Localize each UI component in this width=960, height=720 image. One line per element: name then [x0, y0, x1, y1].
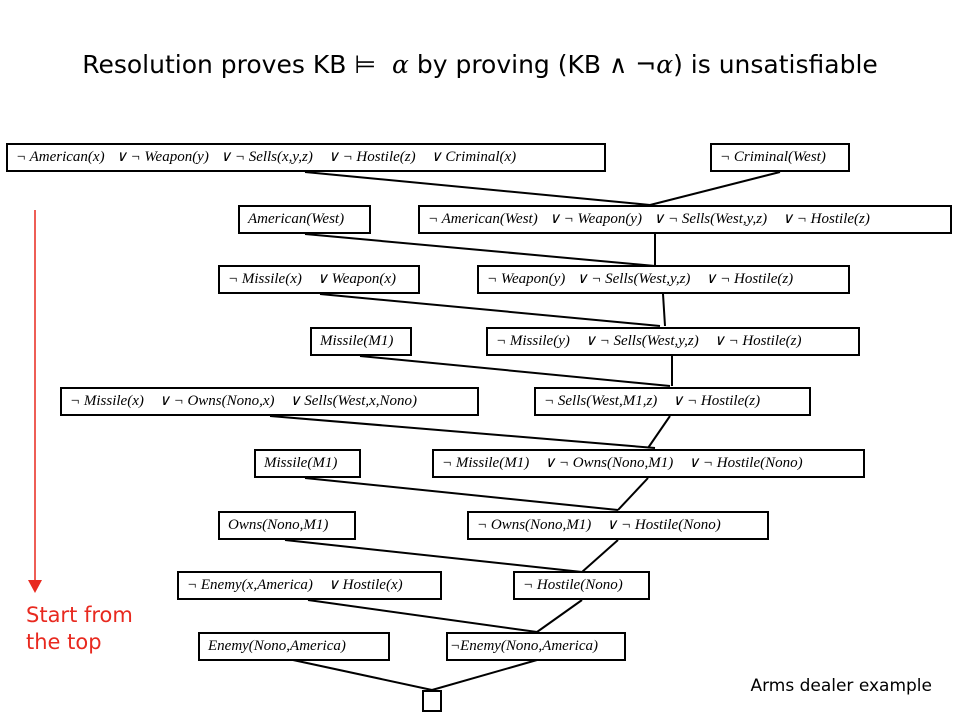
clause-owns-nono-m1: Owns(Nono,M1): [218, 511, 356, 540]
connector-line: [662, 293, 666, 327]
alpha-symbol-2: α: [656, 50, 674, 79]
connector-line: [431, 659, 538, 691]
resolvent-7: ¬ Hostile(Nono): [513, 571, 650, 600]
connector-line: [536, 599, 583, 633]
clause-missile-m1-2: Missile(M1): [254, 449, 361, 478]
connector-line: [284, 539, 583, 573]
start-arrow-head: [28, 580, 42, 593]
connector-line: [304, 233, 656, 267]
title-text-3: ) is unsatisfiable: [673, 50, 878, 79]
clause-enemy-nono-america: Enemy(Nono,America): [198, 632, 390, 661]
connector-line: [617, 477, 649, 511]
connector-line: [649, 171, 781, 206]
and-not-symbols: ∧ ¬: [609, 50, 657, 79]
clause-negated-goal: ¬ Criminal(West): [710, 143, 850, 172]
resolvent-2: ¬ Weapon(y) ∨ ¬ Sells(West,y,z) ∨ ¬ Host…: [477, 265, 850, 294]
start-annotation: Start from the top: [26, 602, 133, 656]
clause-missile-m1: Missile(M1): [310, 327, 412, 356]
clause-missile-weapon: ¬ Missile(x) ∨ Weapon(x): [218, 265, 420, 294]
footer-caption: Arms dealer example: [750, 676, 932, 696]
resolvent-5: ¬ Missile(M1) ∨ ¬ Owns(Nono,M1) ∨ ¬ Host…: [432, 449, 865, 478]
slide-title: Resolution proves KB ⊨ α by proving (KB …: [0, 50, 960, 79]
clause-american-west: American(West): [238, 205, 371, 234]
resolvent-8: ¬Enemy(Nono,America): [446, 632, 626, 661]
clause-sells-rule: ¬ Missile(x) ∨ ¬ Owns(Nono,x) ∨ Sells(We…: [60, 387, 479, 416]
connector-line: [307, 599, 538, 633]
resolvent-1: ¬ American(West) ∨ ¬ Weapon(y) ∨ ¬ Sells…: [418, 205, 952, 234]
connector-line: [319, 293, 661, 327]
connector-line: [581, 539, 619, 573]
clause-enemy-hostile: ¬ Enemy(x,America) ∨ Hostile(x): [177, 571, 442, 600]
clause-criminal-rule: ¬ American(x) ∨ ¬ Weapon(y) ∨ ¬ Sells(x,…: [6, 143, 606, 172]
resolvent-4: ¬ Sells(West,M1,z) ∨ ¬ Hostile(z): [534, 387, 811, 416]
title-text-1: Resolution proves KB: [82, 50, 355, 79]
connector-line: [647, 415, 671, 449]
resolvent-3: ¬ Missile(y) ∨ ¬ Sells(West,y,z) ∨ ¬ Hos…: [486, 327, 860, 356]
empty-clause-box: [422, 690, 442, 712]
start-annotation-line-2: the top: [26, 630, 102, 654]
start-annotation-line-1: Start from: [26, 603, 133, 627]
connector-line: [292, 659, 433, 691]
alpha-symbol: α: [392, 50, 409, 79]
title-text-2: by proving (KB: [408, 50, 609, 79]
connector-line: [269, 415, 656, 449]
connector-line: [304, 171, 651, 206]
entails-symbol: ⊨: [354, 50, 377, 79]
connector-line: [359, 355, 671, 387]
resolvent-6: ¬ Owns(Nono,M1) ∨ ¬ Hostile(Nono): [467, 511, 769, 540]
connector-line: [304, 477, 619, 511]
